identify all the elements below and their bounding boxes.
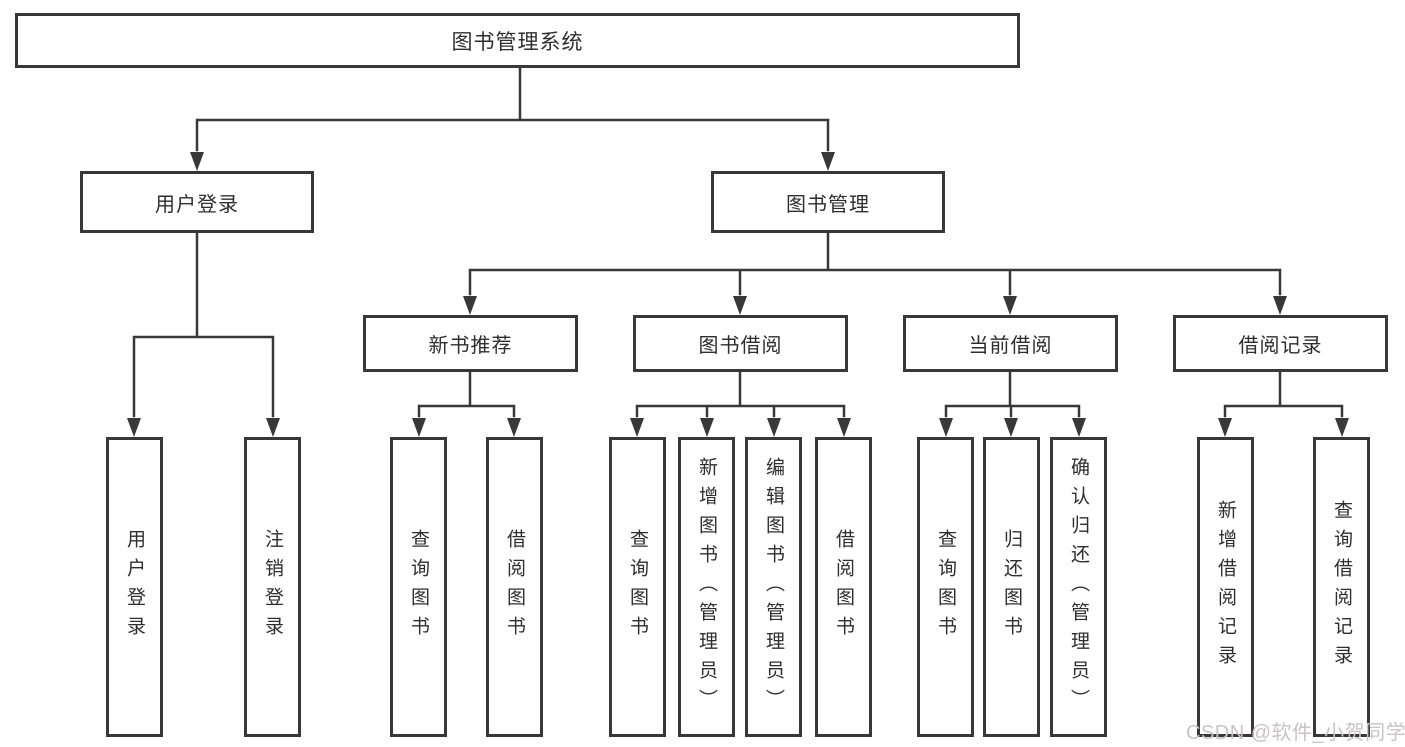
leaf-query-borrow-record: 查询借阅记录 [1313,437,1370,737]
connector-new-book-recommend-to-leaves [417,370,516,418]
arrowheads [127,152,1349,437]
watermark: CSDN @软件_小贺同学 [1186,722,1405,744]
connector-book-borrow-to-leaves [635,370,846,418]
connector-current-borrow-to-leaves [944,370,1081,418]
leaf-add-borrow-record: 新增借阅记录 [1197,437,1254,737]
node-borrow-records: 借阅记录 [1173,315,1388,372]
leaf-edit-books-admin: 编辑图书（管理员） [745,437,802,737]
leaf-logout-login: 注销登录 [244,437,301,737]
leaf-confirm-return-admin: 确认归还（管理员） [1050,437,1107,737]
connector-book-management-to-level3 [468,231,1282,296]
node-current-borrow: 当前借阅 [903,315,1118,372]
connector-root-to-level2 [195,66,830,152]
leaf-query-books-borrow: 查询图书 [609,437,666,737]
leaf-user-login: 用户登录 [106,437,163,737]
leaf-query-books-recommend: 查询图书 [390,437,447,737]
connector-user-login-to-leaves [132,231,275,418]
connector-borrow-records-to-leaves [1223,370,1344,418]
leaf-borrow-books-recommend: 借阅图书 [486,437,543,737]
leaf-add-books-admin: 新增图书（管理员） [678,437,735,737]
node-root: 图书管理系统 [15,13,1020,68]
node-user-login: 用户登录 [80,171,314,233]
node-new-book-recommend: 新书推荐 [363,315,578,372]
leaf-return-books: 归还图书 [983,437,1040,737]
node-book-borrow: 图书借阅 [633,315,848,372]
node-book-management: 图书管理 [711,171,945,233]
leaf-query-books-current: 查询图书 [917,437,974,737]
leaf-borrow-books-borrow: 借阅图书 [815,437,872,737]
